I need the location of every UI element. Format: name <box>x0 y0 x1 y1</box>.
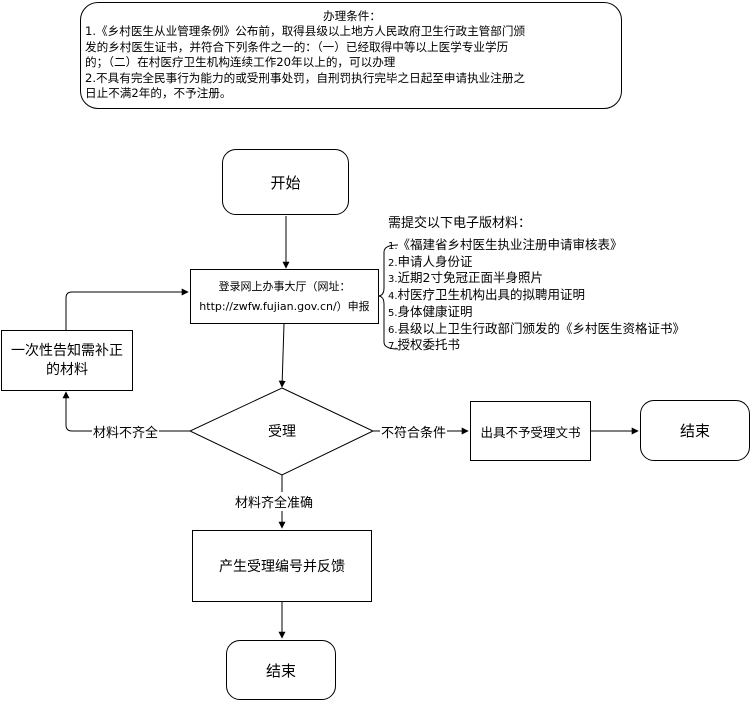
materials-item: 5.身体健康证明 <box>388 303 473 319</box>
accept-diamond-shape <box>188 387 375 476</box>
login-label-line1: 登录网上办事大厅（网址： <box>218 279 351 293</box>
login-label-line2: http://zwfw.fujian.gov.cn/）申报 <box>199 299 370 313</box>
login-node: 登录网上办事大厅（网址： http://zwfw.fujian.gov.cn/）… <box>190 269 379 324</box>
end-right-node: 结束 <box>640 400 750 461</box>
issue-number-label: 产生受理编号并反馈 <box>219 559 345 575</box>
end-bottom-node: 结束 <box>226 640 336 700</box>
edge-accept-notify <box>62 391 190 432</box>
edge-label-complete: 材料齐全准确 <box>234 492 315 511</box>
start-label: 开始 <box>270 173 301 192</box>
edge-label-not-qualified: 不符合条件 <box>380 422 448 441</box>
accept-decision: 受理 <box>232 421 332 441</box>
materials-item: 7.授权委托书 <box>388 337 461 353</box>
conditions-box: 办理条件： 1.《乡村医生从业管理条例》公布前，取得县级以上地方人民政府卫生行政… <box>80 2 622 109</box>
end-right-label: 结束 <box>679 422 710 440</box>
end-bottom-label: 结束 <box>265 661 296 680</box>
notify-label-line1: 一次性告知需补正 <box>11 342 123 359</box>
materials-item: 6.县级以上卫生行政部门颁发的《乡村医生资格证书》 <box>388 320 686 336</box>
reject-doc-node: 出具不予受理文书 <box>470 401 591 461</box>
materials-item: 3.近期2寸免冠正面半身照片 <box>388 270 544 286</box>
materials-item: 1.《福建省乡村医生执业注册申请审核表》 <box>388 237 623 252</box>
start-node: 开始 <box>222 149 349 215</box>
conditions-line: 2.不具有完全民事行为能力的或受刑事处罚，自刑罚执行完毕之日起至申请执业注册之 <box>85 70 526 85</box>
materials-item: 2.申请人身份证 <box>388 253 473 269</box>
conditions-line: 发的乡村医生证书，并符合下列条件之一的：（一）已经取得中等以上医学专业学历 <box>85 39 509 54</box>
edge-label-incomplete: 材料不齐全 <box>92 422 160 441</box>
materials-item: 4.村医疗卫生机构出具的拟聘用证明 <box>388 287 586 303</box>
notify-label-line2: 的材料 <box>46 361 88 378</box>
edge-notify-login <box>65 288 189 330</box>
materials-list: 1.《福建省乡村医生执业注册申请审核表》 2.申请人身份证 3.近期2寸免冠正面… <box>388 237 686 355</box>
conditions-line: 1.《乡村医生从业管理条例》公布前，取得县级以上地方人民政府卫生行政主管部门颁 <box>85 24 526 39</box>
conditions-title: 办理条件： <box>323 9 381 23</box>
issue-number-node: 产生受理编号并反馈 <box>192 530 372 602</box>
conditions-line: 的；（二）在村医疗卫生机构连续工作20年以上的，可以办理 <box>85 55 396 70</box>
materials-title: 需提交以下电子版材料： <box>388 216 532 231</box>
accept-label: 受理 <box>268 424 296 440</box>
edge-login-accept <box>278 323 286 388</box>
notify-node: 一次性告知需补正 的材料 <box>1 330 133 391</box>
conditions-line: 日止不满2年的，不予注册。 <box>85 86 232 101</box>
reject-doc-label: 出具不予受理文书 <box>480 424 581 440</box>
